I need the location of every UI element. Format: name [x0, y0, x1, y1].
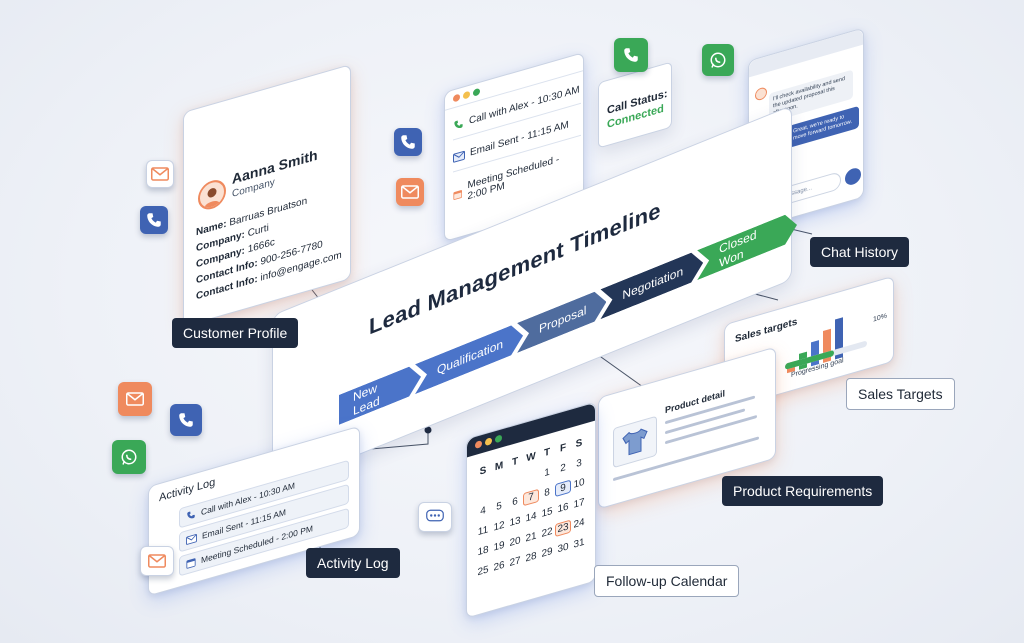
calendar-day[interactable]: 31 [573, 536, 585, 551]
customer-profile-card[interactable]: Aanna Smith Company Name: Barruas Bruats… [183, 63, 351, 328]
call-list-card[interactable]: Call with Alex - 10:30 AM Email Sent - 1… [444, 51, 584, 243]
label-chat-history: Chat History [810, 237, 910, 267]
email-icon[interactable] [146, 160, 174, 188]
calendar-day[interactable]: 6 [512, 495, 518, 508]
calendar-day[interactable]: 9 [555, 479, 571, 497]
send-icon[interactable] [845, 166, 861, 187]
phone-icon[interactable] [614, 38, 648, 72]
calendar-day[interactable]: 3 [576, 456, 582, 470]
label-follow-up-calendar: Follow-up Calendar [594, 565, 740, 597]
calendar-day[interactable]: 28 [525, 549, 537, 565]
stage-new-lead[interactable]: New Lead [339, 362, 421, 425]
calendar-day[interactable]: 16 [557, 500, 569, 515]
calendar-day[interactable]: 12 [493, 519, 505, 534]
calendar-day[interactable]: 21 [525, 529, 537, 545]
shirt-icon [622, 428, 648, 456]
person-icon [204, 188, 220, 210]
calendar-day[interactable]: 13 [509, 514, 521, 529]
activity-log-card[interactable]: Activity Log Call with Alex - 10:30 AM E… [148, 425, 360, 597]
calendar-day[interactable]: 27 [509, 554, 521, 569]
activity-item[interactable]: Call with Alex - 10:30 AM [179, 459, 349, 529]
calendar-day[interactable]: 1 [544, 466, 550, 479]
weekday-header: S [479, 464, 487, 478]
calendar-day[interactable]: 23 [555, 519, 571, 537]
weekday-header: F [559, 441, 567, 455]
calendar-day[interactable]: 2 [560, 461, 566, 475]
calendar-day[interactable]: 25 [477, 563, 489, 578]
calendar-blank [475, 488, 491, 493]
email-icon [186, 533, 197, 545]
weekday-header: M [494, 459, 504, 473]
whatsapp-icon[interactable] [112, 440, 146, 474]
phone-icon[interactable] [394, 128, 422, 156]
calendar-icon [453, 189, 463, 200]
window-dot-icon [495, 434, 502, 444]
window-dot-icon [463, 90, 470, 100]
activity-item[interactable]: Meeting Scheduled - 2:00 PM [179, 507, 349, 577]
activity-item[interactable]: Email Sent - 11:15 AM [179, 483, 349, 553]
avatar [198, 176, 226, 213]
phone-icon [187, 511, 195, 519]
phone-icon[interactable] [170, 404, 202, 436]
call-item[interactable]: Call with Alex - 10:30 AM [453, 83, 581, 141]
calendar-blank [507, 479, 523, 484]
calendar-day[interactable]: 22 [541, 525, 553, 540]
stage-closed-won[interactable]: Closed Won [697, 210, 797, 280]
calendar-day[interactable]: 10 [573, 476, 585, 491]
stage-qualification[interactable]: Qualification [415, 321, 523, 395]
window-dot-icon [475, 440, 482, 450]
label-sales-targets: Sales Targets [846, 378, 955, 410]
chat-icon[interactable] [418, 502, 452, 532]
calendar-day[interactable]: 14 [525, 509, 537, 525]
calendar-day[interactable]: 11 [477, 523, 489, 538]
email-icon[interactable] [396, 178, 424, 206]
calendar-day[interactable]: 18 [477, 543, 489, 558]
calendar-day[interactable]: 4 [480, 504, 486, 518]
weekday-header: T [543, 446, 551, 459]
calendar-day[interactable]: 15 [541, 505, 553, 520]
calendar-day[interactable]: 20 [509, 534, 521, 549]
label-customer-profile: Customer Profile [172, 318, 299, 348]
calendar-blank [491, 484, 507, 489]
calendar-day[interactable]: 30 [557, 540, 569, 555]
weekday-header: W [526, 450, 536, 464]
avatar [755, 86, 767, 102]
stage-proposal[interactable]: Proposal [517, 287, 606, 353]
product-thumbnail [613, 415, 657, 469]
call-item[interactable]: Meeting Scheduled - 2:00 PM [453, 148, 581, 207]
calendar-day[interactable]: 7 [523, 488, 539, 506]
email-icon [453, 150, 465, 163]
sales-targets-card[interactable]: Sales targets 10% Progressing goal [724, 275, 894, 411]
calendar-day[interactable]: 19 [493, 539, 505, 554]
product-requirements-card[interactable]: Product detail [598, 346, 776, 510]
phone-icon[interactable] [140, 206, 168, 234]
calendar-day[interactable]: 5 [496, 499, 502, 513]
weekday-header: T [511, 455, 519, 468]
email-icon[interactable] [118, 382, 152, 416]
calendar-day[interactable]: 29 [541, 545, 553, 560]
window-dot-icon [473, 87, 480, 97]
calendar-day[interactable]: 26 [493, 559, 505, 574]
whatsapp-icon[interactable] [702, 44, 734, 76]
label-product-requirements: Product Requirements [722, 476, 884, 506]
calendar-day[interactable]: 24 [573, 516, 585, 531]
call-item[interactable]: Email Sent - 11:15 AM [453, 115, 581, 173]
label-activity-log: Activity Log [306, 548, 400, 578]
stage-negotiation[interactable]: Negotiation [600, 248, 703, 320]
product-detail-title: Product detail [665, 388, 726, 416]
window-dot-icon [485, 437, 492, 447]
calendar-day[interactable]: 8 [544, 486, 550, 499]
phone-icon [454, 120, 463, 128]
weekday-header: S [575, 436, 583, 450]
calendar-day[interactable]: 17 [573, 496, 585, 511]
window-dot-icon [453, 93, 460, 103]
calendar-blank [523, 475, 539, 480]
email-icon[interactable] [140, 546, 174, 576]
calendar-icon [186, 558, 196, 569]
